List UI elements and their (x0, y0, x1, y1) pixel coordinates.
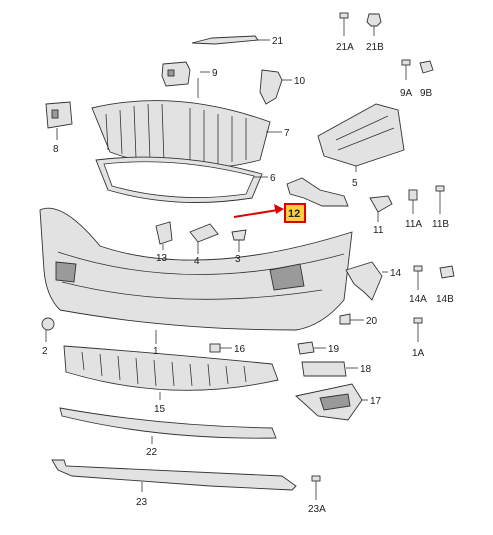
part-18-grille-insert (301, 361, 358, 377)
part-12-bracket (286, 177, 349, 207)
label-8: 8 (53, 144, 59, 155)
part-23A-screw (311, 475, 321, 500)
label-9B: 9B (420, 88, 433, 99)
label-14: 14 (390, 268, 402, 279)
part-11A-nut (408, 189, 418, 214)
part-11-clip (369, 195, 393, 222)
part-2-plug (41, 317, 55, 342)
part-21A-screw (339, 12, 349, 36)
label-21B: 21B (366, 42, 384, 53)
part-7-radiator-grille (91, 100, 282, 169)
label-4: 4 (194, 256, 200, 267)
label-5: 5 (352, 178, 358, 189)
label-6: 6 (270, 173, 276, 184)
part-11B-screw (435, 185, 445, 214)
part-21B-clip (366, 13, 382, 36)
part-22-spoiler (59, 407, 277, 444)
arrowhead-icon (274, 204, 284, 214)
label-16: 16 (234, 344, 246, 355)
highlight-box (284, 203, 306, 223)
part-23-lower-trim (51, 459, 297, 492)
part-20-clip (339, 313, 364, 325)
part-1A-screw (413, 317, 423, 342)
label-17: 17 (370, 396, 382, 407)
label-23A: 23A (308, 504, 326, 515)
label-9: 9 (212, 68, 218, 79)
part-9-bracket (161, 61, 210, 98)
label-13: 13 (156, 253, 168, 264)
part-16-clip (209, 343, 232, 353)
part-3-cap (231, 229, 247, 252)
part-8-mount (45, 101, 73, 140)
part-19-bracket (297, 341, 326, 355)
part-9B-clip (419, 60, 434, 74)
part-14B-clip (439, 265, 455, 279)
label-11: 11 (373, 225, 384, 236)
label-11A: 11A (405, 219, 422, 230)
highlight-12-callout: 12 (233, 203, 306, 223)
label-20: 20 (366, 316, 378, 327)
label-11B: 11B (432, 219, 449, 230)
label-15: 15 (154, 404, 166, 415)
part-13-bracket (155, 221, 173, 250)
label-18: 18 (360, 364, 372, 375)
part-6-grille-frame (95, 156, 268, 203)
label-10: 10 (294, 76, 306, 87)
label-1: 1 (153, 346, 159, 357)
part-14A-screw (413, 265, 423, 290)
label-19: 19 (328, 344, 340, 355)
label-21A: 21A (336, 42, 354, 53)
part-15-lower-grille (63, 345, 279, 400)
label-23: 23 (136, 497, 148, 508)
label-12: 12 (288, 208, 300, 220)
part-1-bumper-cover (39, 207, 353, 344)
label-7: 7 (284, 128, 290, 139)
part-14-side-bracket (345, 261, 388, 301)
label-1A: 1A (412, 348, 425, 359)
part-4-cover (189, 223, 219, 254)
part-10-bracket (259, 69, 292, 105)
label-21: 21 (272, 36, 284, 47)
label-14B: 14B (436, 294, 454, 305)
label-22: 22 (146, 447, 158, 458)
label-14A: 14A (409, 294, 427, 305)
part-5-side-molding (317, 103, 405, 172)
label-3: 3 (235, 254, 241, 265)
part-21-trim-strip (191, 35, 270, 45)
label-9A: 9A (400, 88, 413, 99)
part-17-fog-cover (295, 383, 368, 421)
part-9A-screw (401, 59, 411, 80)
label-2: 2 (42, 346, 48, 357)
